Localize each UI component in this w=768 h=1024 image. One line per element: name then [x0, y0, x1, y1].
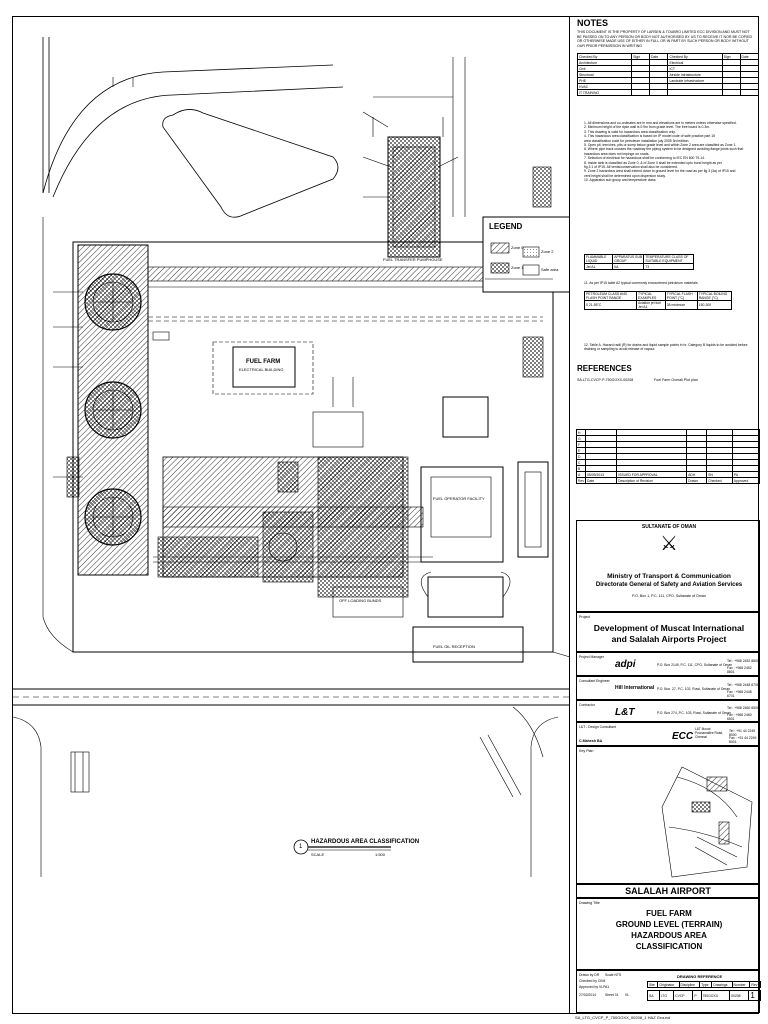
- check-table: Checked By Sign Date Checked By Sign Dat…: [576, 53, 760, 96]
- fuel-reception-label: FUEL OIL RECEPTION: [433, 644, 475, 649]
- project-label: Project: [579, 615, 591, 619]
- table-row: IT TRAINING: [576, 89, 760, 96]
- drawing-title-2: GROUND LEVEL (TERRAIN): [615, 920, 723, 929]
- ecc-logo: ECC: [672, 731, 694, 742]
- reference-desc: Fuel Farm Overall Plot plan: [654, 378, 698, 382]
- list-item: 9. Zone 2 hazardous area shall extend do…: [584, 169, 736, 174]
- client-block: SULTANATE OF OMAN ⚔ Ministry of Transpor…: [576, 520, 760, 612]
- drawing-sheet: FUEL FARM ELECTRICAL BUILDING FUEL OPERA…: [12, 16, 761, 1014]
- list-item: 7. Selection of electrical for hazardous…: [584, 156, 705, 161]
- emblem-icon: ⚔: [660, 533, 678, 555]
- list-item: 10. Apparatus sub group and temperature …: [584, 178, 657, 183]
- reference-number: SA-LTG-CVCP-P-750GOXX-00208: [577, 378, 634, 382]
- legend-title: LEGEND: [489, 222, 523, 231]
- list-item: hazardous area does not impinge on roads…: [584, 151, 650, 156]
- table-row: Rev Date Description of Revision Drawn C…: [575, 477, 761, 484]
- fuel-operator-label: FUEL OPERATOR FACILITY: [433, 496, 485, 501]
- notes-list: 1. All dimensions and co-ordinates are i…: [584, 121, 760, 183]
- key-plan: Key Plan: [576, 746, 760, 884]
- legend-zone2: Zone 2: [541, 249, 554, 254]
- view-number: 1: [299, 844, 303, 850]
- view-scale-value: 1:500: [375, 852, 386, 857]
- note-11: 11. As per IP15 table A2 typical commonl…: [584, 281, 699, 285]
- references-title: REFERENCES: [577, 364, 632, 373]
- list-item: 4. This hazardous area classification is…: [584, 134, 716, 139]
- list-item: 2. Minimum height of the dyke wall is 0.…: [584, 125, 711, 130]
- list-item: 8. Inside tank is classified as Zone 0, …: [584, 160, 722, 165]
- title-block: NOTES THIS DOCUMENT IS THE PROPERTY OF L…: [575, 17, 761, 1013]
- client-address: P.O. Box 1, P.C. 111, CPO, Sultanate of …: [632, 594, 706, 598]
- client-ministry: Ministry of Transport & Communication: [607, 573, 731, 580]
- list-item: 6. Where pipe track crosses the roadway …: [584, 147, 744, 152]
- pumphouse-label: FUEL TRANSFER PUMPHOUSE: [383, 257, 443, 262]
- lt-logo: L&T: [615, 707, 635, 718]
- notes-intro: THIS DOCUMENT IS THE PROPERTY OF LARSEN …: [577, 30, 753, 48]
- electrical-building-sub-label: ELECTRICAL BUILDING: [239, 367, 284, 372]
- electrical-building-label: FUEL FARM: [246, 359, 281, 365]
- legend-safe: Safe area: [541, 267, 559, 272]
- drawing-title-3: HAZARDOUS AREA: [631, 931, 707, 940]
- drawing-reference-values: SA LTG CVCP P 750GOXX 00208 1: [577, 990, 761, 1001]
- off-loading-label: OFF LOADING BUNDS: [339, 598, 382, 603]
- project-name-2: and Salalah Airports Project: [611, 634, 727, 644]
- list-item: 3. This drawing is valid for hazardous a…: [584, 129, 676, 134]
- note-12: 12. Table A. Hazard radii (R) for drains…: [584, 343, 748, 352]
- list-item: vent height shall be determined upon dis…: [584, 173, 666, 178]
- list-item: fig 3.1 of IP15. All vents/conservation …: [584, 165, 678, 170]
- list-item: area classification code for petroleum i…: [584, 138, 690, 143]
- drawing-title-1: FUEL FARM: [646, 909, 692, 918]
- class-table: FLAMMABLE LIQUID APPARATUS SUB GROUP TEM…: [583, 254, 694, 270]
- table-row: II 21-55°C Aviation jet fuel Jet A1 38 m…: [584, 300, 733, 310]
- flash-table: PETROLEUM CLASS AND FLASH POINT RANGE TY…: [584, 291, 733, 310]
- adpi-logo: adpi: [615, 659, 636, 670]
- view-title: HAZARDOUS AREA CLASSIFICATION: [311, 839, 420, 845]
- project-name-1: Development of Muscat International: [593, 623, 745, 633]
- legend-zone1: Zone 1: [511, 265, 524, 270]
- table-row: Jet A1 IIA T3: [583, 263, 694, 270]
- party-contractor: Contractor L&T P.O. Box 274, P.C. 103, R…: [576, 700, 760, 722]
- plot-plan-svg: [13, 37, 569, 877]
- drawing-info-block: Drawn by DR Checked by CKM Approved by V…: [576, 970, 761, 1013]
- drawing-title-4: CLASSIFICATION: [635, 942, 703, 951]
- party-design-consultant: L&T - Design Consultant C.Mahesh BA ECC …: [576, 722, 760, 746]
- list-item: 1. All dimensions and co-ordinates are i…: [584, 121, 737, 125]
- project-block: Project Development of Muscat Internatio…: [576, 612, 760, 652]
- view-scale-label: SCALE: [311, 852, 325, 857]
- notes-title: NOTES: [577, 18, 609, 28]
- party-consultant: Consultant Engineer Hill International P…: [576, 676, 760, 700]
- footer-filename: SA_LTG_CVCP_P_750GOXX_00208_1 HAZ Ground: [575, 1015, 671, 1020]
- key-plan-map: [661, 766, 753, 878]
- drawing-title-block: Drawing Title FUEL FARM GROUND LEVEL (TE…: [576, 898, 760, 970]
- hill-logo: Hill International: [615, 685, 655, 691]
- party-project-manager: Project Manager adpi P.O. Box 2149, P.C.…: [576, 652, 760, 676]
- list-item: 5. Open pit, trenches, pits or sump belo…: [584, 143, 737, 148]
- drawing-reference-title: DRAWING REFERENCE: [677, 974, 723, 979]
- drawing-reference-table: Site Originator Discipline Type Drawings…: [646, 981, 761, 988]
- drawing-area: FUEL FARM ELECTRICAL BUILDING FUEL OPERA…: [13, 17, 570, 1013]
- client-directorate: Directorate General of Safety and Aviati…: [595, 582, 743, 588]
- client-country: SULTANATE OF OMAN: [641, 524, 697, 530]
- airport-name: SALALAH AIRPORT: [576, 884, 760, 898]
- revision-table: H G F E D C B A 05/09/2013 ISSUED FOR AP…: [575, 429, 761, 484]
- legend-zone0: Zone 0: [511, 245, 524, 250]
